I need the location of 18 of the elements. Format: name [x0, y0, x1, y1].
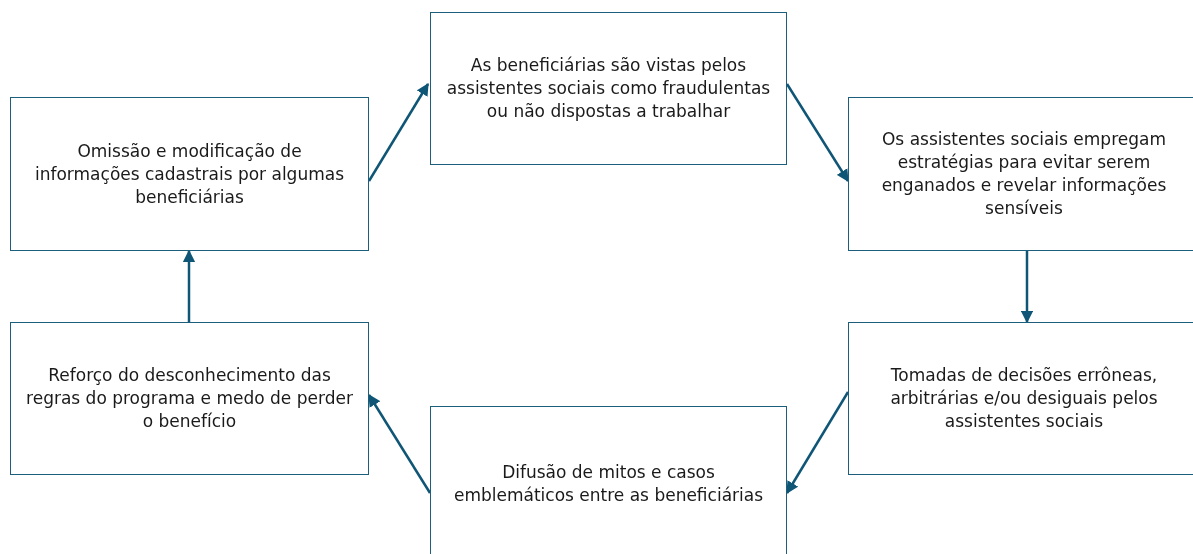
process-box	[10, 322, 369, 475]
process-box	[848, 97, 1193, 251]
process-box	[430, 406, 787, 554]
process-box	[848, 322, 1193, 475]
process-box	[10, 97, 369, 251]
arrow	[367, 82, 430, 182]
box-text: Reforço do desconhecimento das regras do programa e medo de perder o benefício	[25, 364, 354, 433]
box-text: Tomadas de decisões errôneas, arbitrárias e/ou desiguais pelos assistentes sociais	[889, 364, 1159, 433]
box-text: Difusão de mitos e casos emblemáticos entre as beneficiárias	[452, 461, 765, 507]
box-text: As beneficiárias são vistas pelos assistentes sociais como fraudulentas ou não dispostas a trabalhar	[445, 54, 772, 123]
arrow	[182, 249, 196, 322]
arrow	[1020, 251, 1034, 324]
box-text: Os assistentes sociais empregam estratégias para evitar serem enganados e revelar informações sensíveis	[880, 128, 1168, 220]
box-text: Omissão e modificação de informações cadastrais por algumas beneficiárias	[34, 139, 345, 209]
arrow	[367, 393, 432, 494]
arrow	[785, 83, 850, 183]
process-box	[430, 12, 787, 165]
arrow	[785, 391, 850, 495]
